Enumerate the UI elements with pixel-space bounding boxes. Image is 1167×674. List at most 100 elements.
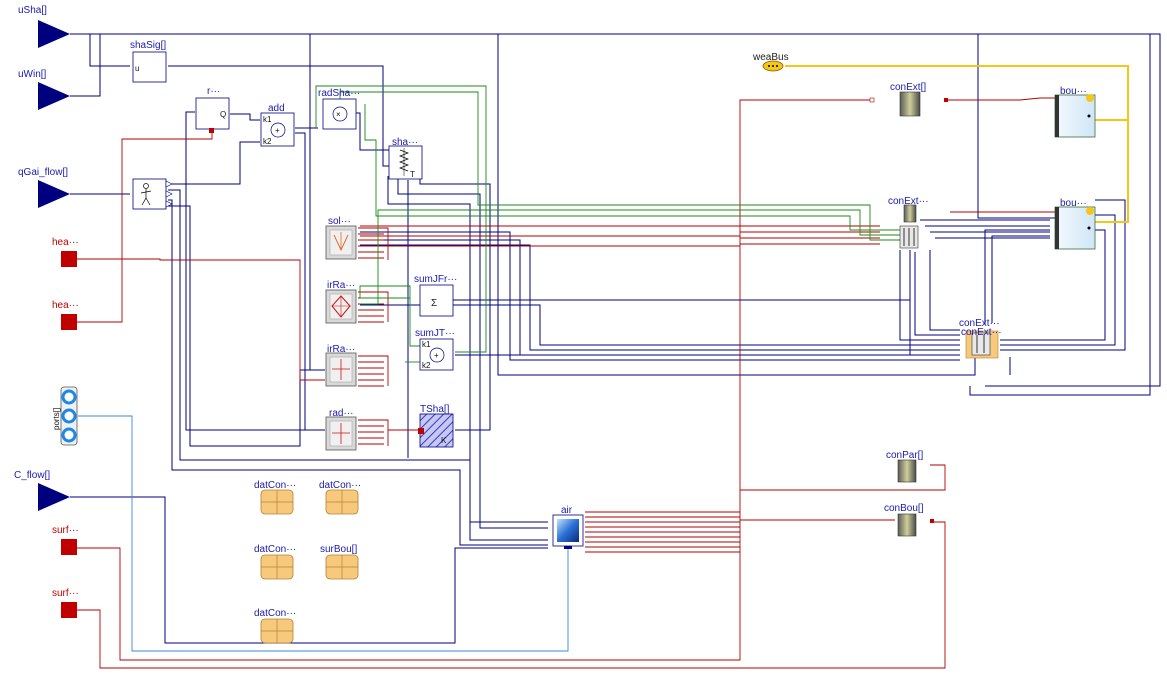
sumJFr-box bbox=[419, 284, 454, 317]
boundary-wall bbox=[1055, 207, 1059, 249]
bou-block-2[interactable]: bou··· bbox=[1054, 198, 1096, 250]
datCon-record-3[interactable]: datCon··· bbox=[254, 544, 296, 580]
boundary-wall bbox=[1055, 95, 1059, 137]
construction-icon bbox=[897, 513, 917, 537]
air-inner bbox=[557, 519, 579, 542]
conExt-window-block[interactable] bbox=[899, 225, 919, 249]
air-volume-block[interactable]: air bbox=[552, 505, 584, 549]
conPar-block[interactable]: conPar[] bbox=[886, 450, 923, 483]
times-glyph: × bbox=[336, 110, 341, 119]
input-qGai-flow[interactable]: qGai_flow[] bbox=[18, 167, 70, 208]
shaSig-label: shaSig[] bbox=[130, 40, 166, 51]
input-label-uSha: uSha[] bbox=[18, 5, 47, 16]
radSha-block[interactable]: × radSha··· bbox=[318, 88, 360, 130]
weather-bus-connections bbox=[785, 65, 1129, 223]
datCon-record-2[interactable]: datCon··· bbox=[319, 480, 361, 515]
shaSig-block[interactable]: u shaSig[] bbox=[130, 40, 167, 83]
sumJT-label: sumJT··· bbox=[415, 328, 455, 339]
fluid-port-circle bbox=[61, 427, 77, 443]
occupant-out-3 bbox=[165, 200, 173, 208]
TSha-label: TSha[] bbox=[420, 404, 450, 415]
datCon-label: datCon··· bbox=[254, 480, 296, 491]
sha-block[interactable]: T sha··· bbox=[388, 137, 423, 180]
weaBus-label: weaBus bbox=[752, 52, 789, 63]
conExt-label: conExt··· bbox=[961, 327, 1002, 338]
surBou-record[interactable]: surBou[] bbox=[320, 544, 359, 580]
radSha-label: radSha··· bbox=[318, 88, 360, 99]
bus-pin bbox=[776, 65, 778, 67]
heat-port-label: hea··· bbox=[52, 300, 79, 311]
heat-port-surf-2[interactable]: surf··· bbox=[52, 588, 79, 618]
heat-port-hea-2[interactable]: hea··· bbox=[52, 300, 79, 330]
TSha-port bbox=[418, 428, 424, 434]
r-port-q: Q bbox=[220, 110, 226, 119]
heat-port-square bbox=[61, 251, 77, 267]
r-heat-port bbox=[209, 128, 214, 133]
heat-port-square bbox=[61, 539, 77, 555]
heat-port-label: hea··· bbox=[52, 237, 79, 248]
conBou-block[interactable]: conBou[] bbox=[884, 503, 934, 537]
TSha-box bbox=[419, 413, 454, 448]
datCon-label: datCon··· bbox=[254, 608, 296, 619]
occupant-block[interactable] bbox=[132, 178, 173, 210]
conBou-port bbox=[930, 519, 934, 523]
sumJFr-label: sumJFr··· bbox=[414, 274, 457, 285]
person-leg bbox=[145, 197, 151, 206]
datCon-record-4[interactable]: datCon··· bbox=[254, 608, 296, 644]
shaSig-box bbox=[132, 51, 167, 83]
conExt-block-1[interactable]: conExt[] bbox=[869, 82, 948, 117]
bou-label: bou··· bbox=[1060, 198, 1087, 209]
irRa-block-2[interactable]: irRa··· bbox=[325, 344, 357, 387]
person-icon bbox=[143, 183, 149, 189]
multiply-icon bbox=[332, 106, 348, 122]
sun-icon bbox=[1086, 207, 1094, 215]
person-arms bbox=[140, 190, 152, 194]
irRa-block-1[interactable]: irRa··· bbox=[325, 280, 357, 324]
sumJT-block[interactable]: + k1 k2 sumJT··· bbox=[415, 328, 455, 371]
conExt-block-2[interactable]: conExt··· bbox=[888, 196, 929, 223]
sumJFr-block[interactable]: Σ sumJFr··· bbox=[414, 274, 457, 317]
input-uWin[interactable]: uWin[] bbox=[18, 69, 70, 110]
conExt-label: conExt··· bbox=[888, 196, 929, 207]
sol-block[interactable]: sol··· bbox=[325, 216, 357, 260]
conExt-block-3[interactable]: conExt··· conExt··· bbox=[959, 318, 1002, 359]
conBou-label: conBou[] bbox=[884, 503, 924, 514]
sum-icon: Σ bbox=[431, 298, 437, 309]
datCon-record-1[interactable]: datCon··· bbox=[254, 480, 296, 515]
boundary-port bbox=[1087, 114, 1091, 118]
construction-icon bbox=[903, 204, 917, 223]
bus-pin bbox=[772, 65, 774, 67]
rad-block[interactable]: rad··· bbox=[325, 408, 357, 451]
fluid-ports[interactable]: ports[] bbox=[52, 386, 78, 446]
r-block[interactable]: Q r··· bbox=[195, 86, 230, 133]
fluid-ports-label: ports[] bbox=[52, 408, 61, 430]
TSha-block[interactable]: K TSha[] bbox=[418, 404, 454, 448]
radiation-connections bbox=[315, 85, 900, 363]
conExt-port-b bbox=[944, 98, 948, 102]
input-uSha[interactable]: uSha[] bbox=[18, 5, 70, 48]
air-port bbox=[564, 546, 572, 549]
shaSig-port-u: u bbox=[135, 64, 139, 73]
heat-port-label: surf··· bbox=[52, 525, 79, 536]
add-block[interactable]: + k1 k2 add bbox=[260, 103, 295, 147]
input-label-C-flow: C_flow[] bbox=[14, 470, 50, 481]
conPar-label: conPar[] bbox=[886, 450, 923, 461]
conExt-label: conExt··· bbox=[959, 318, 1000, 329]
heat-port-surf-1[interactable]: surf··· bbox=[52, 525, 79, 555]
fluid-port-circle bbox=[61, 408, 77, 424]
sha-box bbox=[388, 145, 423, 180]
input-C-flow[interactable]: C_flow[] bbox=[14, 470, 70, 511]
fluid-port-circle bbox=[61, 389, 77, 405]
occupant-out-1 bbox=[165, 180, 173, 188]
datCon-label: datCon··· bbox=[319, 480, 361, 491]
datCon-label: datCon··· bbox=[254, 544, 296, 555]
heat-port-square bbox=[61, 602, 77, 618]
sun-icon bbox=[1086, 94, 1094, 102]
weaBus-connector[interactable]: weaBus bbox=[752, 52, 789, 72]
heat-port-hea-1[interactable]: hea··· bbox=[52, 237, 79, 267]
input-arrow-uSha bbox=[38, 20, 70, 48]
add-k2: k2 bbox=[263, 137, 272, 146]
r-label: r··· bbox=[207, 86, 220, 97]
bou-block-1[interactable]: bou··· bbox=[1054, 86, 1096, 138]
